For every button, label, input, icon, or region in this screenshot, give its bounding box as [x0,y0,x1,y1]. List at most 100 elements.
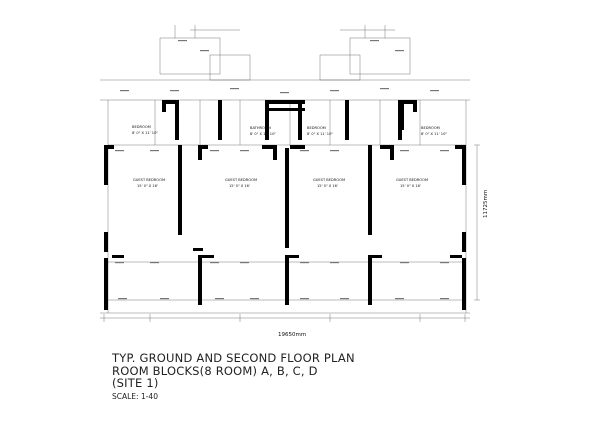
wall-segment [104,258,108,310]
wall-segment [413,100,417,112]
wall-segment [285,255,289,305]
room-size-3: 8' 0" X 11' 10" [307,132,333,136]
wall-segment [273,148,277,160]
dimension-tick-label [118,298,127,300]
scale-label: SCALE: 1-40 [112,391,158,401]
dimension-tick-label [200,50,209,52]
dimension-tick-label [215,298,224,300]
wall-segment [162,100,179,104]
dimension-tick-label [330,150,339,152]
wall-segment [104,145,114,149]
wall-segment [218,100,222,140]
wall-segment [198,255,202,305]
dimension-tick-label [210,262,219,264]
plan-annotations [115,40,449,300]
wall-segment [345,100,349,140]
dimension-tick-label [395,298,404,300]
wall-segment [298,100,302,140]
room-label-1: BEDROOM [132,125,151,129]
dimension-tick-label [330,262,339,264]
dimension-tick-label [240,262,249,264]
dimension-tick-label [250,298,259,300]
room-size-4: 8' 0" X 11' 10" [421,132,447,136]
wall-segment [462,145,466,185]
guest-room-size-4: 15' 0" X 16' [400,184,421,188]
room-size-1: 8' 0" X 11' 10" [132,131,158,135]
wall-segment [198,145,202,160]
wall-segment [462,258,466,310]
dimension-tick-label [150,262,159,264]
drawing-title-block: TYP. GROUND AND SECOND FLOOR PLAN ROOM B… [112,352,412,401]
dimension-tick-label [230,88,239,90]
guest-room-label-2: GUEST BEDROOM [225,178,257,182]
dimension-tick-label [178,40,187,42]
dimension-tick-label [430,90,439,92]
wall-segment [285,255,299,258]
canopy-outline [319,54,361,81]
wall-segment [380,145,394,149]
title-line-3: (SITE 1) [112,376,159,390]
wall-segment [455,145,466,149]
dimension-tick-label [380,88,389,90]
wall-segment [193,248,203,251]
wall-segment [285,148,289,248]
dimension-tick-label [440,150,449,152]
plan-linework [100,25,480,322]
plan-walls [104,100,466,310]
wall-segment [198,145,208,149]
wall-segment [112,255,124,258]
wall-segment [462,232,466,252]
wall-segment [262,145,277,149]
canopy-outline [209,54,251,81]
room-label-2: BATHROOM [250,126,271,130]
wall-segment [178,145,182,235]
title-line-2: ROOM BLOCKS(8 ROOM) A, B, C, D [112,363,318,378]
dimension-tick-label [210,150,219,152]
wall-segment [400,100,404,130]
title-line-1: TYP. GROUND AND SECOND FLOOR PLAN [112,351,355,365]
dimension-tick-label [170,90,179,92]
guest-room-size-2: 15' 0" X 16' [229,184,250,188]
dimension-tick-label [440,262,449,264]
dimension-tick-label [400,150,409,152]
dimension-tick-label [340,298,349,300]
overall-width-dimension: 19650mm [278,332,306,338]
wall-segment [162,100,166,112]
dimension-tick-label [370,40,379,42]
canopy-outline [159,37,221,75]
wall-segment [290,145,305,149]
wall-segment [200,255,214,258]
dimension-tick-label [395,50,404,52]
wall-segment [368,255,372,305]
wall-segment [104,232,108,252]
dimension-tick-label [120,90,129,92]
guest-room-size-1: 15' 0" X 16' [137,184,158,188]
guest-room-size-3: 15' 0" X 16' [317,184,338,188]
room-label-3: BEDROOM [307,126,326,130]
dimension-tick-label [115,262,124,264]
wall-segment [175,100,179,140]
overall-depth-dimension: 11725mm [483,190,489,218]
room-label-4: BEDROOM [421,126,440,130]
wall-segment [368,145,372,235]
room-size-2: 8' 0" X 11' 10" [250,132,276,136]
dimension-tick-label [280,92,289,94]
wall-segment [400,100,417,104]
canopy-outline [349,37,411,75]
dimension-tick-label [150,150,159,152]
dimension-tick-label [440,298,449,300]
wall-segment [104,145,108,185]
wall-segment [390,145,394,160]
dimension-tick-label [300,262,309,264]
dimension-tick-label [240,150,249,152]
wall-segment [368,255,382,258]
dimension-tick-label [300,298,309,300]
wall-segment [450,255,462,258]
wall-segment [265,108,305,111]
dimension-tick-label [300,150,309,152]
dimension-tick-label [330,90,339,92]
guest-room-label-1: GUEST BEDROOM [133,178,165,182]
dimension-tick-label [160,298,169,300]
guest-room-label-3: GUEST BEDROOM [313,178,345,182]
